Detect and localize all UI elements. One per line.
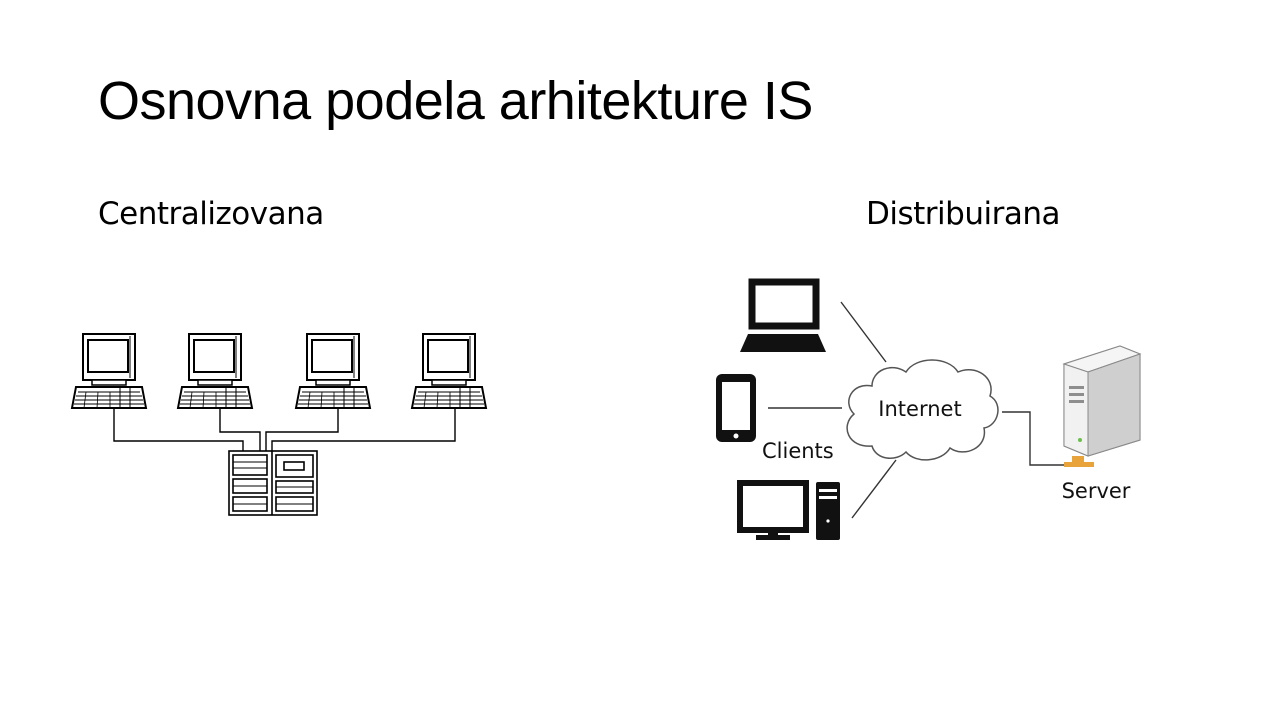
terminal-icon [71, 333, 147, 409]
terminal-icon [295, 333, 371, 409]
mainframe-icon [228, 450, 318, 516]
server-link [1002, 411, 1064, 466]
centralized-diagram [71, 333, 487, 516]
smartphone-icon [716, 374, 756, 442]
cloud-label: Internet [878, 397, 961, 421]
terminal-icon [411, 333, 487, 409]
centralized-heading: Centralizovana [98, 196, 324, 232]
terminal-cables [113, 408, 456, 451]
client-links [768, 301, 897, 519]
distributed-diagram: Internet Clients Server [716, 278, 1142, 540]
cloud-icon [846, 359, 999, 461]
server-tower-icon [1062, 345, 1142, 467]
clients-label: Clients [762, 439, 834, 463]
slide-title: Osnovna podela arhitekture IS [98, 71, 813, 131]
server-label: Server [1062, 479, 1131, 503]
laptop-icon [740, 278, 826, 352]
distributed-heading: Distribuirana [866, 196, 1060, 232]
desktop-pc-icon [737, 480, 840, 540]
terminal-icon [177, 333, 253, 409]
